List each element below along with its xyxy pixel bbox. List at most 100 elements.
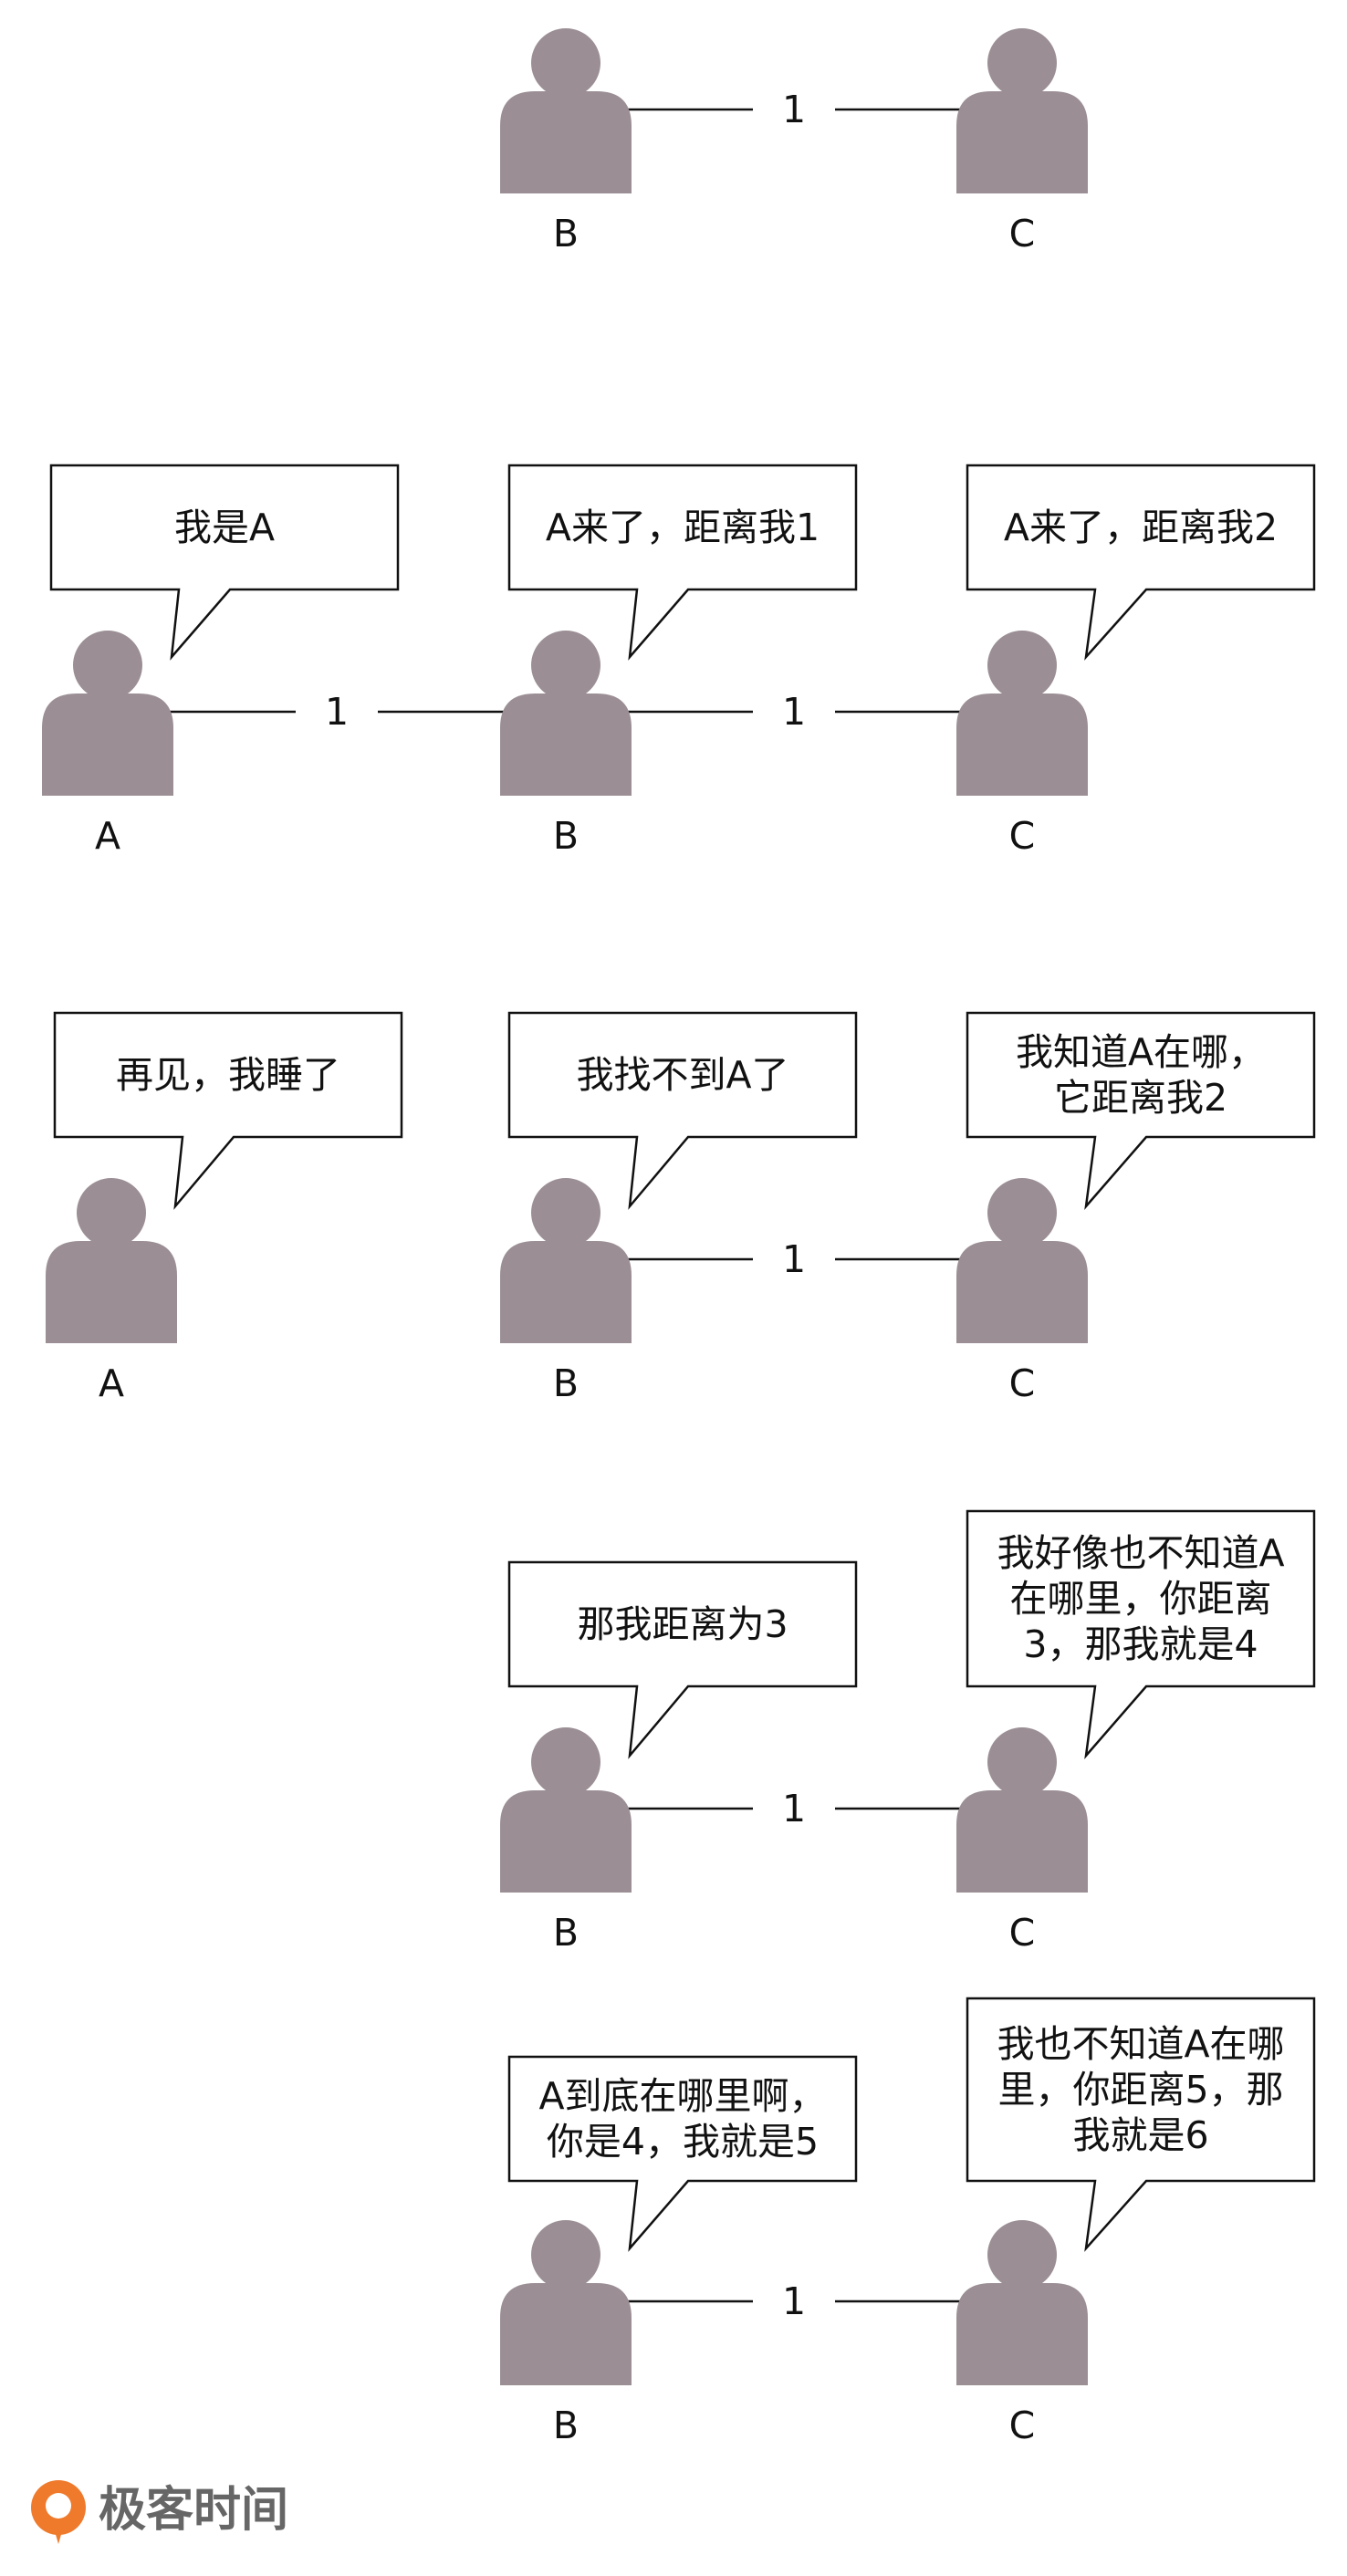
logo-icon-tail: [51, 2519, 66, 2544]
person-head: [987, 1178, 1057, 1247]
person-body: [500, 91, 632, 193]
bubble-text-line: 你是4，我就是5: [547, 2120, 819, 2164]
person-head: [987, 1727, 1057, 1797]
bubble-shape: [966, 464, 1316, 661]
person-icon-b: [500, 28, 632, 193]
scene-2: 1 1A B C 我是A A来了，距离我1 A来了，距离我2: [42, 464, 1316, 858]
edge-weight-label: 1: [782, 1237, 806, 1281]
person-body: [500, 694, 632, 796]
person-body: [956, 694, 1088, 796]
person-head: [987, 28, 1057, 98]
person-body: [956, 1241, 1088, 1343]
node-label-c: C: [1009, 1361, 1036, 1405]
speech-bubble-b: 我找不到A了: [507, 1011, 858, 1210]
person-icon-a: [42, 631, 173, 796]
geektime-logo: 极客时间: [31, 2480, 288, 2544]
bubble-shape: [966, 1011, 1316, 1210]
person-icon-c: [956, 1727, 1088, 1893]
person-head: [531, 631, 600, 700]
bubble-text-line: 我就是6: [1072, 2113, 1208, 2157]
bubble-text-line: 再见，我睡了: [116, 1053, 340, 1097]
bubble-shape: [507, 1011, 858, 1210]
bubble-text-line: A来了，距离我2: [1004, 506, 1278, 549]
person-body: [956, 91, 1088, 193]
person-body: [956, 1790, 1088, 1893]
logo-icon-inner: [46, 2493, 71, 2519]
node-label-b: B: [553, 2404, 579, 2447]
bubble-text-line: 我好像也不知道A: [997, 1531, 1284, 1575]
node-label-a: A: [99, 1361, 124, 1405]
scene-1: 1B C: [500, 28, 1088, 256]
node-label-c: C: [1009, 1911, 1036, 1955]
bubble-text-line: 我也不知道A在哪: [997, 2022, 1284, 2066]
person-icon-c: [956, 28, 1088, 193]
node-label-a: A: [95, 814, 120, 858]
person-icon-b: [500, 1178, 632, 1343]
bubble-text-line: 里，你距离5，那: [997, 2068, 1283, 2112]
speech-bubble-a: 再见，我睡了: [53, 1011, 403, 1210]
person-icon-b: [500, 1727, 632, 1893]
edge-weight-label: 1: [325, 690, 349, 734]
bubble-text-line: A到底在哪里啊，: [538, 2074, 826, 2118]
person-icon-b: [500, 2220, 632, 2385]
speech-bubble-c: A来了，距离我2: [966, 464, 1316, 661]
edge-weight-label: 1: [782, 1787, 806, 1830]
bubble-text-line: A来了，距离我1: [546, 506, 820, 549]
bubble-shape: [966, 1997, 1316, 2252]
bubble-text-line: 在哪里，你距离: [1010, 1577, 1272, 1621]
logo-text: 极客时间: [99, 2483, 288, 2538]
person-head: [531, 1727, 600, 1797]
bubble-text-line: 我找不到A了: [576, 1053, 788, 1097]
person-icon-c: [956, 1178, 1088, 1343]
person-head: [531, 2220, 600, 2289]
bubble-text-line: 我是A: [174, 506, 275, 549]
person-head: [73, 631, 142, 700]
node-label-b: B: [553, 1361, 579, 1405]
person-body: [500, 1241, 632, 1343]
node-label-c: C: [1009, 2404, 1036, 2447]
person-body: [42, 694, 173, 796]
speech-bubble-b: A来了，距离我1: [507, 464, 858, 661]
bubble-shape: [507, 2055, 858, 2252]
bubble-shape: [966, 1509, 1316, 1759]
person-icon-b: [500, 631, 632, 796]
person-icon-a: [46, 1178, 177, 1343]
bubble-shape: [507, 464, 858, 661]
person-head: [987, 631, 1057, 700]
person-icon-c: [956, 631, 1088, 796]
person-head: [987, 2220, 1057, 2289]
edge-weight-label: 1: [782, 690, 806, 734]
scene-3: 1A B C 再见，我睡了 我找不到A了 我知道A在哪，它距离我2: [46, 1011, 1316, 1405]
speech-bubble-b: A到底在哪里啊，你是4，我就是5: [507, 2055, 858, 2252]
person-body: [46, 1241, 177, 1343]
person-icon-c: [956, 2220, 1088, 2385]
person-head: [531, 1178, 600, 1247]
bubble-shape: [507, 1560, 858, 1759]
speech-bubble-c: 我知道A在哪，它距离我2: [966, 1011, 1316, 1210]
person-body: [500, 2283, 632, 2385]
edge-weight-label: 1: [782, 88, 806, 131]
bubble-shape: [53, 1011, 403, 1210]
edge-weight-label: 1: [782, 2279, 806, 2323]
bubble-shape: [49, 464, 400, 661]
node-label-b: B: [553, 814, 579, 858]
node-label-c: C: [1009, 212, 1036, 256]
bubble-text-line: 那我距离为3: [577, 1602, 788, 1646]
bubble-text-line: 它距离我2: [1054, 1076, 1227, 1120]
person-head: [531, 28, 600, 98]
node-label-c: C: [1009, 814, 1036, 858]
node-label-b: B: [553, 212, 579, 256]
person-body: [956, 2283, 1088, 2385]
bubble-text-line: 3，那我就是4: [1023, 1622, 1258, 1666]
speech-bubble-a: 我是A: [49, 464, 400, 661]
person-body: [500, 1790, 632, 1893]
bubble-text-line: 我知道A在哪，: [1016, 1030, 1266, 1074]
speech-bubble-b: 那我距离为3: [507, 1560, 858, 1759]
person-head: [77, 1178, 146, 1247]
node-label-b: B: [553, 1911, 579, 1955]
